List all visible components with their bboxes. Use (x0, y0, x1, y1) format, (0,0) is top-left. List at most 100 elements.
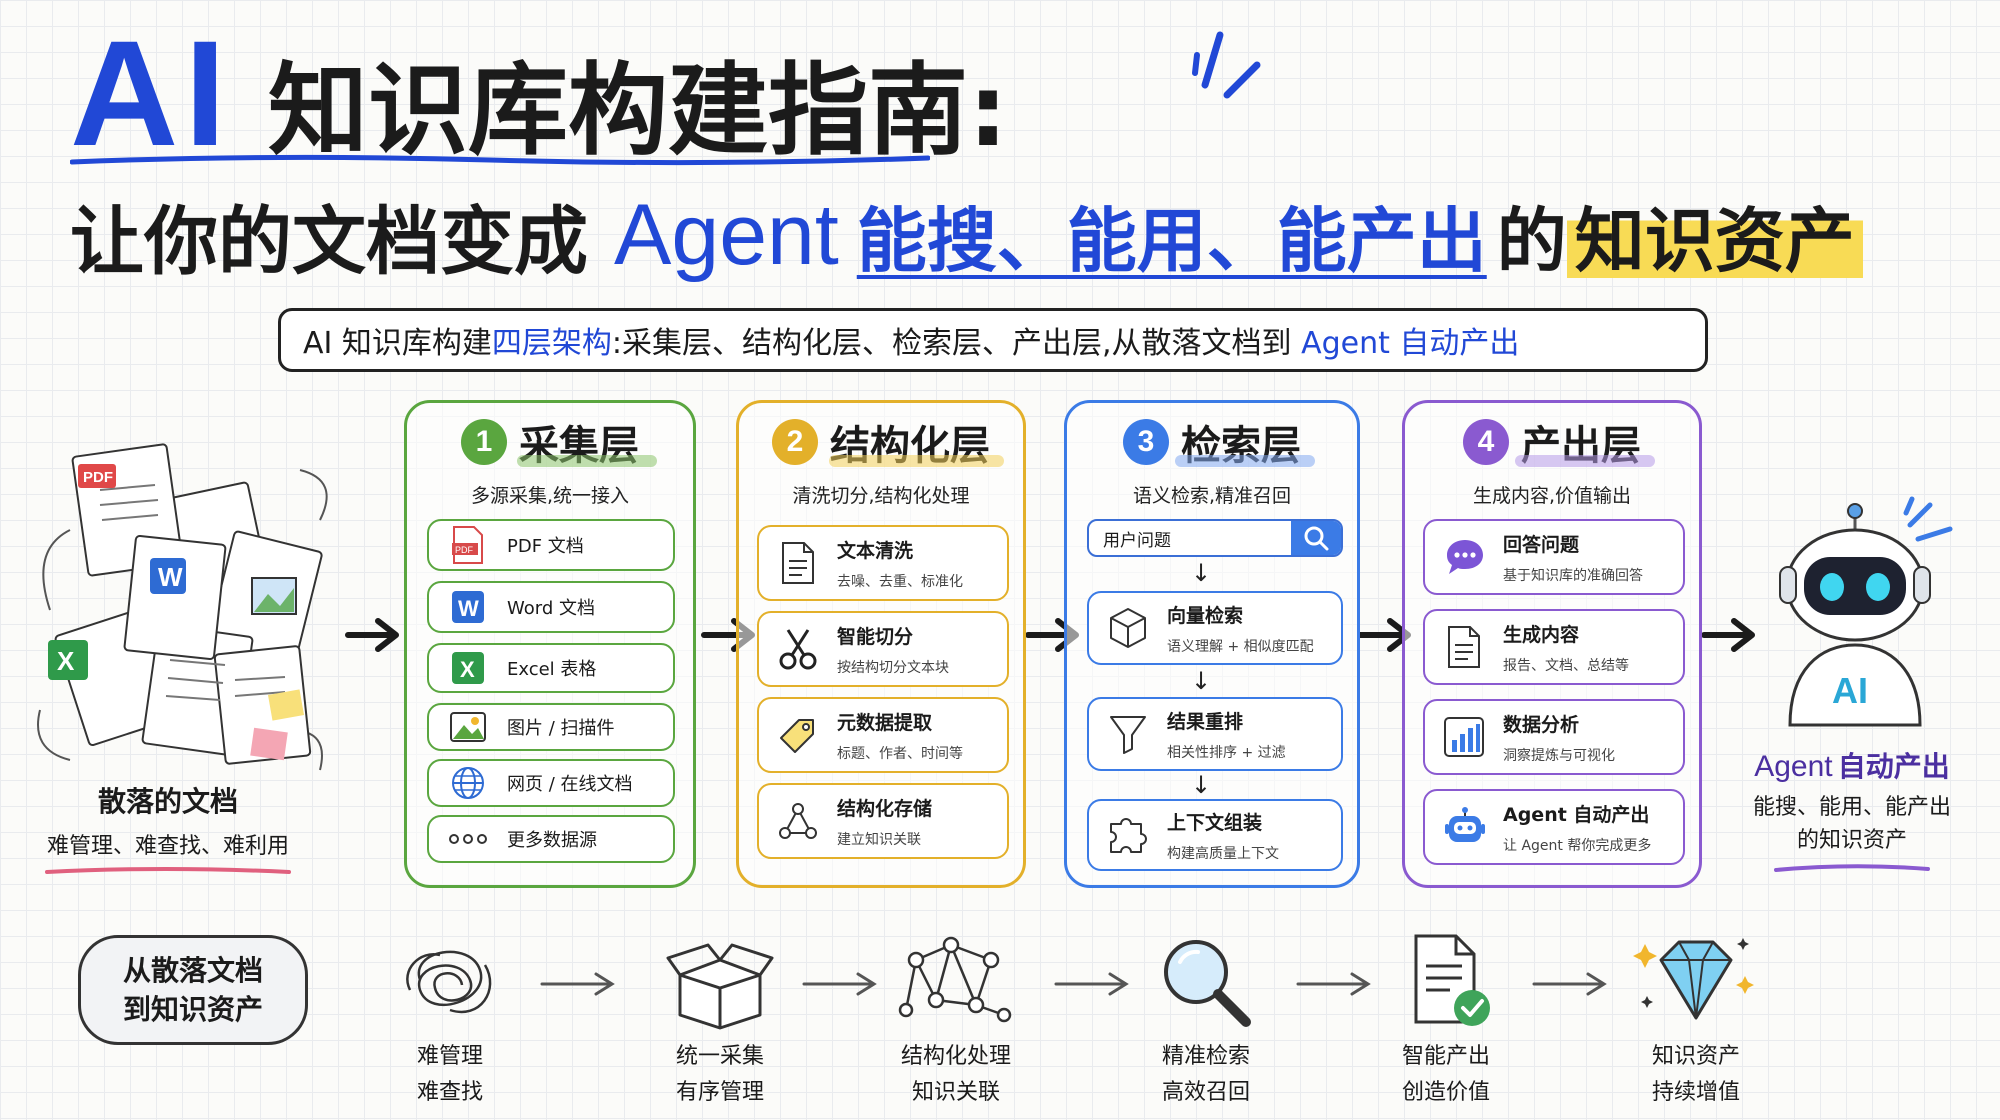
layer-title-highlight (829, 455, 1004, 467)
agent-caption-en: Agent (1754, 750, 1833, 783)
source-web[interactable]: 网页 / 在线文档 (427, 759, 675, 807)
word-label: W (158, 562, 183, 592)
step-desc: 去噪、去重、标准化 (837, 573, 963, 590)
source-label: PDF 文档 (507, 536, 584, 557)
layer-retrieval: 3 检索层 语义检索,精准召回 用户问题 ↓ 向量检索语义理解 + 相似度匹配 … (1064, 400, 1360, 888)
search-icon (1304, 526, 1329, 551)
agent-caption-cn: 自动产出 (1837, 750, 1950, 783)
output-desc: 洞察提炼与可视化 (1503, 747, 1615, 764)
output-title: 数据分析 (1503, 713, 1580, 736)
scissors-icon (777, 628, 819, 670)
source-pdf[interactable]: PDF PDF 文档 (427, 519, 675, 571)
output-desc: 报告、文档、总结等 (1503, 657, 1629, 674)
flow-step-l2: 知识关联 (911, 1080, 1000, 1105)
layer-subtitle: 生成内容,价值输出 (1472, 485, 1632, 507)
layer-number: 3 (1123, 419, 1169, 465)
layer-number: 1 (461, 419, 507, 465)
magnifier-icon (1164, 940, 1251, 1027)
step-title: 智能切分 (837, 625, 914, 648)
step-desc: 构建高质量上下文 (1167, 845, 1279, 862)
step-desc: 相关性排序 + 过滤 (1167, 744, 1286, 761)
layer-title-highlight (1175, 455, 1315, 467)
search-input[interactable]: 用户问题 (1103, 530, 1171, 551)
flow-step: 精准检索 高效召回 (1126, 930, 1286, 1106)
svg-text:X: X (460, 657, 475, 682)
sparkle-icon (1192, 31, 1261, 99)
subtitle-abilities: 能搜、能用、能产出 (856, 199, 1487, 282)
output-agent[interactable]: Agent 自动产出让 Agent 帮你完成更多 (1423, 789, 1685, 865)
output-title: 回答问题 (1503, 533, 1580, 556)
filter-icon (1107, 713, 1149, 755)
flow-step-l1: 智能产出 (1401, 1044, 1490, 1069)
flow-step-l2: 创造价值 (1401, 1080, 1490, 1105)
agent-caption-line2: 的知识资产 (1796, 828, 1907, 853)
output-title: 生成内容 (1503, 623, 1580, 646)
flow-step: 结构化处理 知识关联 (876, 930, 1036, 1106)
flow-arrow-icon (345, 618, 399, 652)
step-structured-storage[interactable]: 结构化存储建立知识关联 (757, 783, 1009, 859)
step-title: 向量检索 (1167, 604, 1244, 627)
step-desc: 标题、作者、时间等 (837, 745, 963, 762)
step-context-assembly[interactable]: 上下文组装构建高质量上下文 (1087, 799, 1343, 871)
flow-step-l2: 高效召回 (1161, 1080, 1250, 1105)
search-box[interactable]: 用户问题 (1087, 519, 1343, 557)
subtitle-de: 的 (1496, 199, 1567, 282)
flow-arrow-icon (540, 972, 615, 996)
output-content[interactable]: 生成内容报告、文档、总结等 (1423, 609, 1685, 685)
flow-arrow-icon (1532, 972, 1607, 996)
output-desc: 基于知识库的准确回答 (1503, 567, 1643, 584)
box-icon (666, 943, 774, 1030)
title-main: 知识库构建指南: (268, 52, 1008, 169)
documents-caption-sub: 难管理、难查找、难利用 (46, 834, 289, 859)
excel-label: X (57, 646, 75, 676)
layer-subtitle: 清洗切分,结构化处理 (792, 485, 970, 507)
banner-agent: Agent 自动产出 (1301, 326, 1520, 361)
output-answer[interactable]: 回答问题基于知识库的准确回答 (1423, 519, 1685, 595)
architecture-banner: AI 知识库构建 四层架构 :采集层、结构化层、检索层、产出层,从散落文档到 A… (278, 308, 1708, 372)
document-icon (777, 542, 819, 584)
chat-bubble-icon (1443, 536, 1485, 578)
down-arrow-icon: ↓ (1191, 771, 1212, 799)
layer-number: 2 (772, 419, 818, 465)
documents-caption-title: 散落的文档 (97, 785, 238, 818)
source-word[interactable]: W Word 文档 (427, 581, 675, 633)
graph-icon (777, 800, 819, 842)
step-text-cleaning[interactable]: 文本清洗去噪、去重、标准化 (757, 525, 1009, 601)
flow-step: 知识资产 持续增值 (1616, 930, 1776, 1106)
cube-icon (1107, 607, 1149, 649)
layer-subtitle: 多源采集,统一接入 (470, 485, 630, 507)
pdf-label: PDF (83, 469, 113, 486)
title-ai: AI (70, 9, 232, 177)
source-excel[interactable]: X Excel 表格 (427, 643, 675, 693)
output-analysis[interactable]: 数据分析洞察提炼与可视化 (1423, 699, 1685, 775)
step-title: 文本清洗 (837, 539, 914, 562)
source-label: Word 文档 (507, 598, 595, 619)
source-label: 图片 / 扫描件 (507, 718, 615, 739)
flow-arrow-icon (1296, 972, 1371, 996)
source-image[interactable]: 图片 / 扫描件 (427, 703, 675, 751)
bar-chart-icon (1443, 716, 1485, 758)
source-more[interactable]: 更多数据源 (427, 815, 675, 863)
flow-step-l1: 难管理 (416, 1044, 483, 1069)
flow-step: 难管理 难查找 (370, 930, 530, 1106)
word-icon: W (447, 586, 489, 628)
step-title: 元数据提取 (837, 711, 933, 734)
flow-step-l1: 结构化处理 (900, 1044, 1011, 1069)
flow-arrow-icon (802, 972, 877, 996)
subtitle-asset: 知识资产 (1566, 184, 1863, 286)
banner-highlight: 四层架构 (491, 326, 612, 361)
step-desc: 语义理解 + 相似度匹配 (1167, 638, 1314, 655)
caption-underline (45, 867, 291, 874)
doc-check-icon (1414, 934, 1490, 1026)
search-button[interactable] (1291, 521, 1341, 555)
step-smart-split[interactable]: 智能切分按结构切分文本块 (757, 611, 1009, 687)
document-icon (1443, 626, 1485, 668)
more-icon (447, 818, 489, 860)
step-metadata-extraction[interactable]: 元数据提取标题、作者、时间等 (757, 697, 1009, 773)
step-rerank[interactable]: 结果重排相关性排序 + 过滤 (1087, 697, 1343, 771)
agent-caption: Agent 自动产出 能搜、能用、能产出 的知识资产 (1732, 745, 1972, 875)
step-vector-search[interactable]: 向量检索语义理解 + 相似度匹配 (1087, 591, 1343, 665)
source-label: 网页 / 在线文档 (507, 774, 633, 795)
down-arrow-icon: ↓ (1191, 559, 1212, 587)
layer-title-highlight (517, 455, 657, 467)
